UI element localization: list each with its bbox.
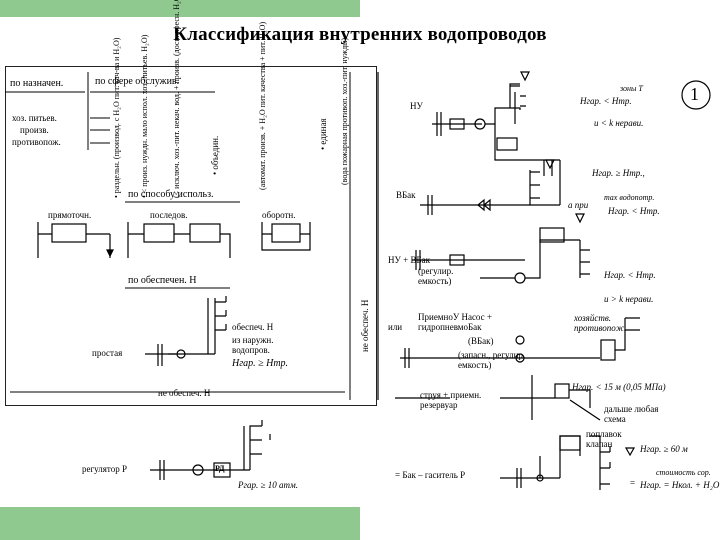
by-supply-header: по обеспечен. Н [128,275,197,286]
row1-bullet: НУ [410,101,423,111]
service-col-4: • объедин. [210,135,220,175]
row3-bullet: НУ + ВБак [388,255,430,265]
number-label: 1 [690,84,699,104]
number-badge [681,80,711,110]
row6-cond2-note: стоимость сор. [656,468,711,477]
service-col-5: (автомат. произв. + H₂O пит. качества + … [258,21,267,190]
use-item-sequential: последов. [150,210,188,220]
supply-not-secured-side: не обеспеч. Н [360,299,370,352]
purpose-item-2: произв. [20,125,49,135]
supply-simple: простая [92,348,123,358]
row4-sub1: (ВБак) [468,336,494,346]
right-panel-lines [150,71,640,490]
row1-cond2: и < k нерави. [594,118,644,128]
row6-cond2: Hгар. = Hкол. + H₂O [640,480,720,490]
by-use-header: по способу использ. [128,189,214,200]
row6-box: РД [215,464,225,473]
service-col-1: • раздельн. (производ. с H₂O пит. кач-ва… [112,37,121,198]
row4-sub2: (запасн., регулир. емкость) [458,350,526,370]
top-green-bar [0,0,360,17]
supply-schematic [145,296,227,366]
row5-cond1: Hгар. < 15 м (0,05 МПа) [572,382,666,392]
service-col-6: • единая [318,118,328,150]
row4-pump: ПриемноУ Насос + гидропневмоБак [418,312,492,332]
row6-bak: = Бак – гаситель Р [395,470,466,480]
row5-cond2: дальше любая схема [604,404,659,424]
row2-cond3: Hгар. < Hтр. [608,206,660,216]
page-title: Классификация внутренних водопроводов [173,24,547,45]
by-use-schematics [37,222,311,258]
row6-eq: = [630,478,636,488]
row3-cond2: и > k нерави. [604,294,654,304]
supply-secured: обеспеч. Н [232,322,274,332]
supply-not-secured: не обеспеч. Н [158,388,211,398]
row4-note: хозяйств. противопож. [574,313,627,333]
left-panel [5,72,351,400]
left-panel-frame [5,66,377,406]
row3-cond1: Hгар. < Hтр. [604,270,656,280]
row4-bullet: или [388,322,403,332]
row2-cond2: а при [568,200,589,210]
service-col-2: • < произ. нуждн. мало испол. хоз.-питье… [140,34,149,198]
row6-formula: Pгар. ≥ 10 атм. [238,480,298,490]
supply-formula: Hгар. ≥ Hтр. [232,358,289,369]
supply-from-outer: из наружн. водопров. [232,335,274,355]
row2-bullet: ВБак [396,190,416,200]
by-purpose-header: по назначен. [10,78,64,89]
row6-regulator: регулятор Р [82,464,127,474]
bottom-green-bar [0,507,360,540]
row6-cond1: Hгар. ≥ 60 м [640,444,688,454]
use-item-circulating: оборотн. [262,210,296,220]
use-item-direct: прямоточн. [48,210,92,220]
row6-valve: поплавок клапан [586,429,622,449]
service-col-3: (< исключ. хоз.-пит. некач. вод. + произ… [172,0,181,198]
purpose-item-1: хоз. питьев. [12,113,57,123]
service-col-7: (вода пожарная противоп. хоз.-пит. нужды… [340,37,349,185]
by-service-header: по сфере обслужив. [95,76,180,87]
row3-sub: (регулир. емкость) [418,266,454,286]
row2-cond2-note: max водопотр. [604,193,655,202]
row2-cond1: Hгар. ≥ Hтр., [592,168,645,178]
row1-cond1-note: зоны Т [620,84,643,93]
row5-text: струя + приемн. резервуар [420,390,482,410]
purpose-item-3: противопож. [12,137,61,147]
row1-cond1: Hгар. < Hтр. [580,96,632,106]
